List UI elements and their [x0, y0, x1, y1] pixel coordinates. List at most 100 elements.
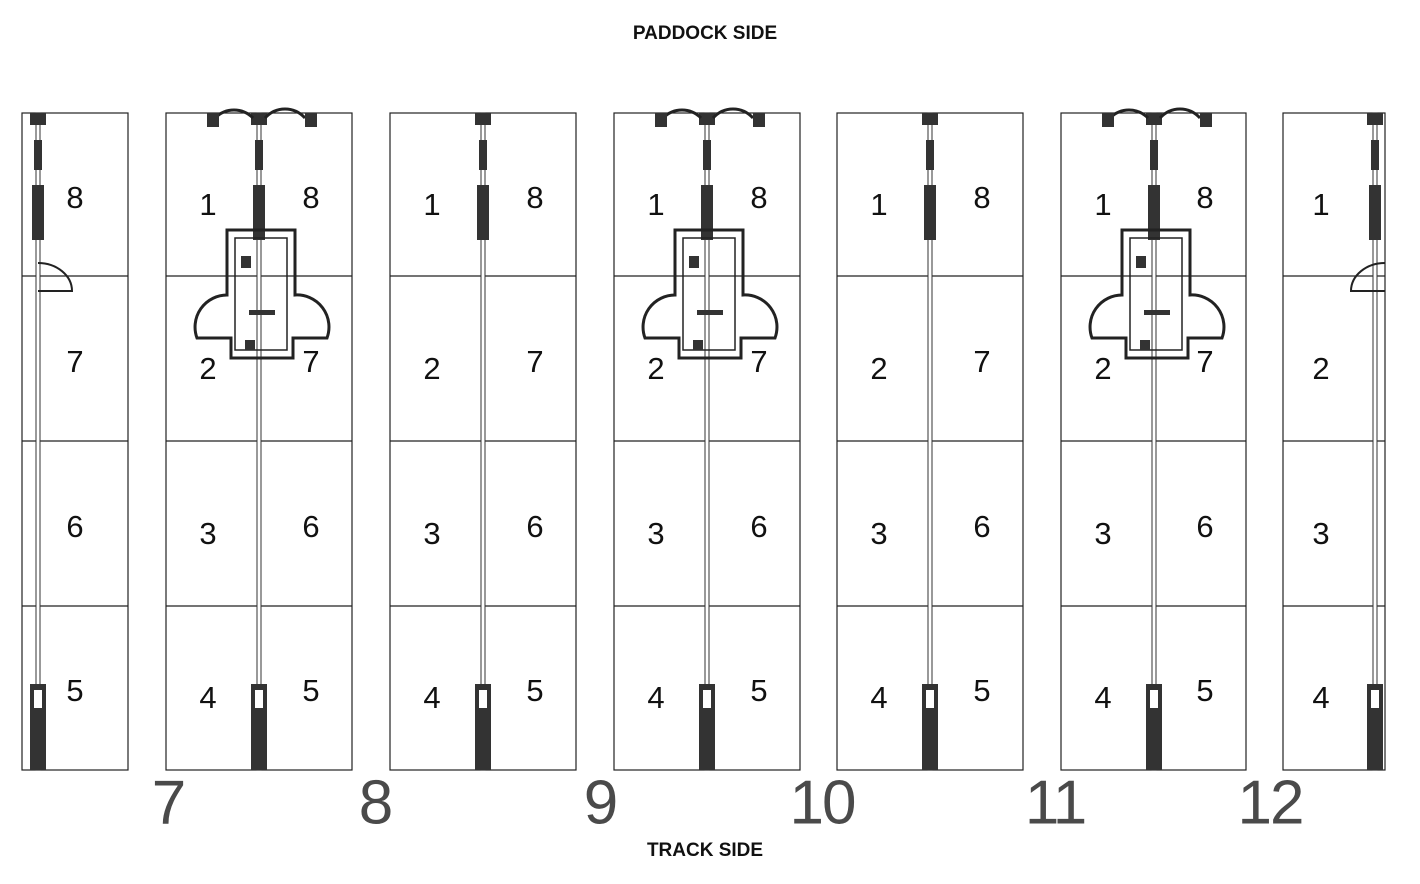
door-post — [1200, 113, 1212, 127]
door-gap — [926, 690, 934, 708]
wall-block-upper — [255, 140, 263, 170]
counter — [249, 310, 275, 315]
stall-number: 7 — [1196, 344, 1214, 379]
wall-post-top — [922, 113, 938, 125]
office-structure — [641, 228, 779, 360]
stall-number: 3 — [423, 516, 441, 551]
stall-number: 3 — [199, 516, 217, 551]
stall-number: 7 — [750, 344, 768, 379]
wall-block-top — [1148, 185, 1160, 240]
stall-number: 8 — [526, 180, 544, 215]
door-gap — [255, 690, 263, 708]
stall-number: 4 — [870, 680, 888, 715]
stall-number: 7 — [66, 344, 84, 379]
door-post — [305, 113, 317, 127]
fixture-icon — [1136, 256, 1146, 268]
stall-number: 6 — [302, 509, 320, 544]
barn-number: 9 — [583, 768, 619, 838]
stall-number: 8 — [302, 180, 320, 215]
wall-post-top — [699, 113, 715, 125]
stall-number: 4 — [1312, 680, 1330, 715]
barn-number: 11 — [1024, 768, 1087, 838]
door-swing-icon — [1349, 262, 1386, 292]
wall-block-top — [1369, 185, 1381, 240]
wall-block-upper — [926, 140, 934, 170]
door-gap — [703, 690, 711, 708]
stall-number: 4 — [199, 680, 217, 715]
counter — [697, 310, 723, 315]
stall-number: 8 — [973, 180, 991, 215]
wall-block-upper — [1150, 140, 1158, 170]
wall-block-upper — [1371, 140, 1379, 170]
stall-number: 8 — [750, 180, 768, 215]
wall-block-upper — [479, 140, 487, 170]
stall-number: 5 — [526, 673, 544, 708]
stall-number: 5 — [66, 673, 84, 708]
stall-number: 1 — [647, 187, 665, 222]
door-gap — [1150, 690, 1158, 708]
wall-post-top — [1367, 113, 1383, 125]
door-post — [207, 113, 219, 127]
office-inner-wall — [1129, 237, 1183, 351]
stall-number: 7 — [302, 344, 320, 379]
barn-number: 10 — [789, 768, 857, 838]
stall-number: 2 — [1094, 351, 1112, 386]
door-post — [1102, 113, 1114, 127]
stall-number: 5 — [750, 673, 768, 708]
stall-number: 3 — [1312, 516, 1330, 551]
stall-number: 6 — [1196, 509, 1214, 544]
stall-number: 6 — [750, 509, 768, 544]
fixture-icon — [245, 340, 255, 350]
stall-number: 1 — [1094, 187, 1112, 222]
stall-number: 1 — [199, 187, 217, 222]
stall-number: 2 — [1312, 351, 1330, 386]
door-gap — [34, 690, 42, 708]
wall-block-top — [701, 185, 713, 240]
barn-number: 12 — [1237, 768, 1305, 838]
stall-number: 7 — [973, 344, 991, 379]
stall-number: 5 — [302, 673, 320, 708]
stall-number: 7 — [526, 344, 544, 379]
barn-number: 8 — [358, 768, 394, 838]
door-swing-icon — [37, 262, 74, 292]
door-post — [753, 113, 765, 127]
stall-number: 8 — [66, 180, 84, 215]
stall-number: 5 — [1196, 673, 1214, 708]
door-gap — [1371, 690, 1379, 708]
door-gap — [479, 690, 487, 708]
stall-number: 8 — [1196, 180, 1214, 215]
wall-post-top — [30, 113, 46, 125]
stall-number: 4 — [423, 680, 441, 715]
wall-block-upper — [34, 140, 42, 170]
counter — [1144, 310, 1170, 315]
barn-number: 7 — [151, 768, 187, 838]
office-inner-wall — [234, 237, 288, 351]
stall-number: 3 — [1094, 516, 1112, 551]
office-structure — [1088, 228, 1226, 360]
fixture-icon — [693, 340, 703, 350]
wall-block-top — [477, 185, 489, 240]
stall-number: 2 — [870, 351, 888, 386]
stall-number: 6 — [973, 509, 991, 544]
paddock-side-label: PADDOCK SIDE — [632, 23, 778, 44]
stall-number: 2 — [647, 351, 665, 386]
wall-post-top — [1146, 113, 1162, 125]
office-inner-wall — [682, 237, 736, 351]
stall-number: 1 — [870, 187, 888, 222]
stall-number: 3 — [870, 516, 888, 551]
stall-number: 2 — [199, 351, 217, 386]
wall-post-top — [475, 113, 491, 125]
office-structure — [193, 228, 331, 360]
stall-number: 4 — [1094, 680, 1112, 715]
wall-block-upper — [703, 140, 711, 170]
fixture-icon — [689, 256, 699, 268]
fixture-icon — [1140, 340, 1150, 350]
stall-number: 3 — [647, 516, 665, 551]
stall-number: 2 — [423, 351, 441, 386]
fixture-icon — [241, 256, 251, 268]
stall-number: 1 — [1312, 187, 1330, 222]
stall-number: 6 — [526, 509, 544, 544]
stall-number: 6 — [66, 509, 84, 544]
wall-block-top — [253, 185, 265, 240]
